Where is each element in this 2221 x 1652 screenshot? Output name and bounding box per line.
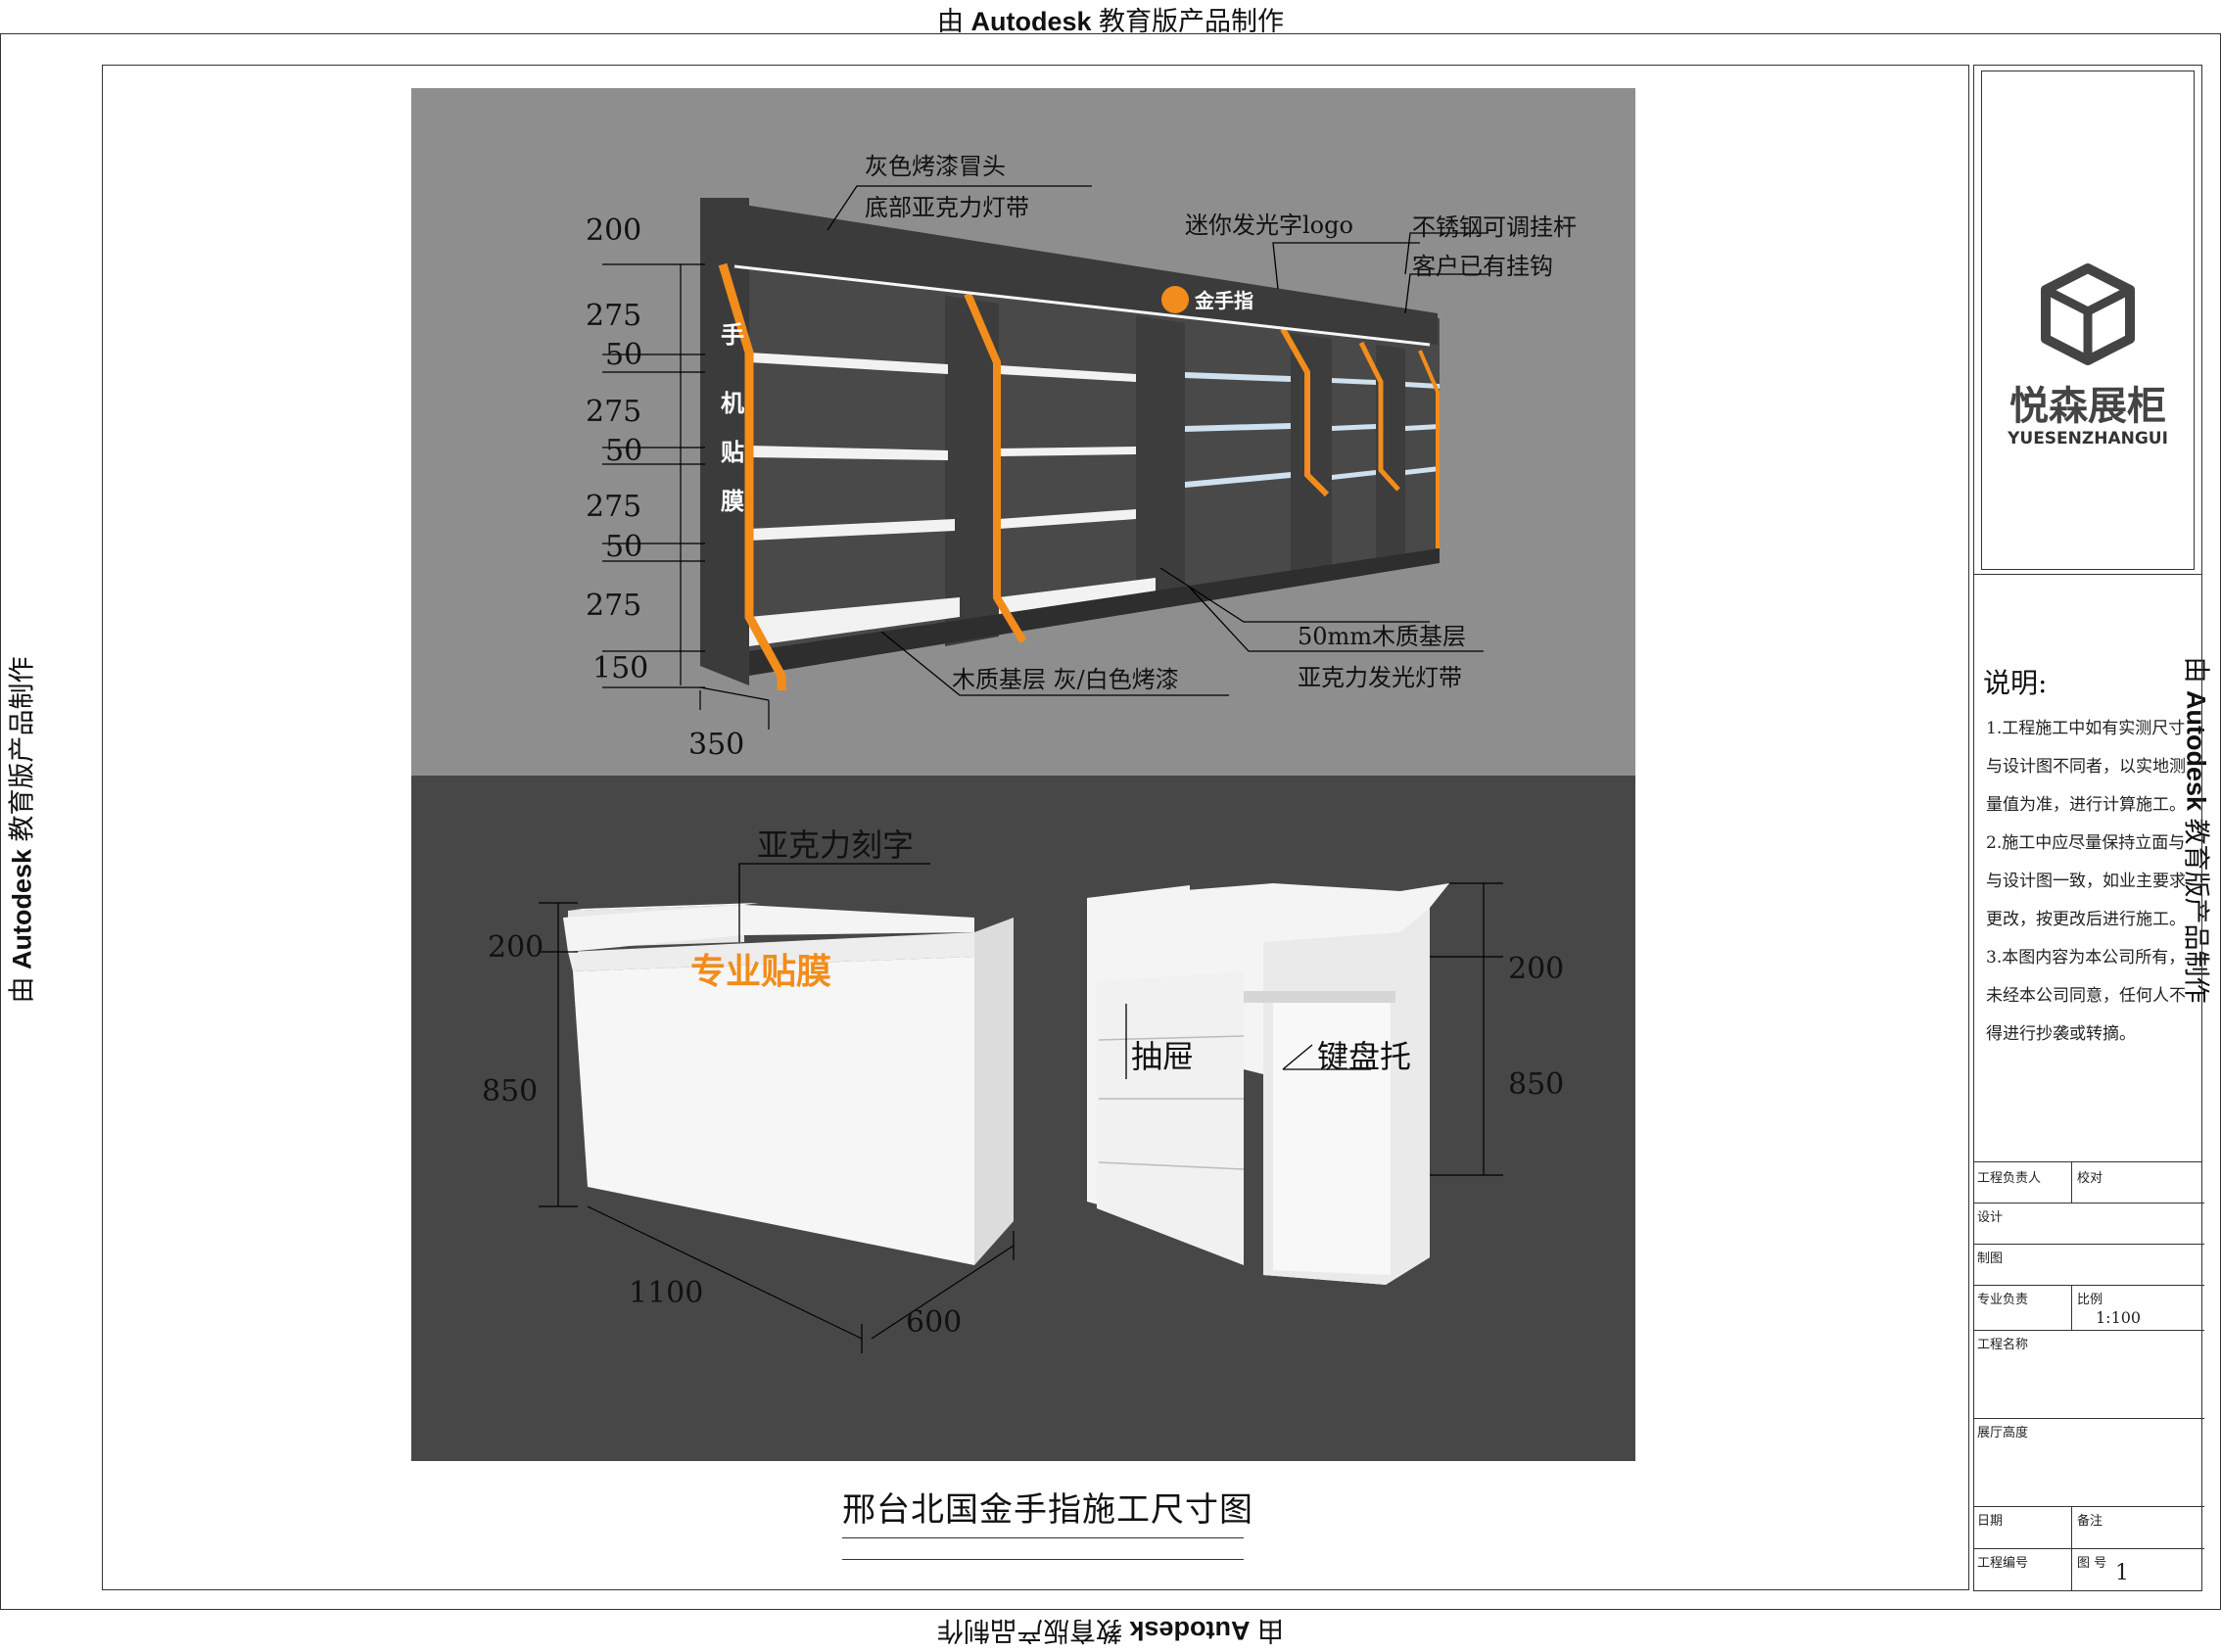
callout-label: 不锈钢可调挂杆	[1412, 213, 1577, 241]
watermark-top: 由 Autodesk 教育版产品制作	[936, 7, 1285, 36]
dim-label: 275	[586, 490, 641, 524]
note-item: 3.本图内容为本公司所有，未经本公司同意，任何人不得进行抄袭或转摘。	[1986, 948, 2186, 1044]
side-sign-char: 机	[721, 389, 744, 417]
callout-label: 迷你发光字logo	[1185, 212, 1353, 239]
dim-label: 850	[1508, 1067, 1564, 1102]
dim-label: 350	[688, 728, 744, 762]
dim-label: 1100	[629, 1276, 703, 1310]
callout-label: 灰色烤漆冒头	[865, 153, 1006, 180]
brand-name-en: YUESENZHANGUI	[2008, 429, 2168, 448]
field-design: 设计	[1977, 1210, 2004, 1225]
title-underline	[842, 1559, 1244, 1560]
title-block: 悦森展柜 YUESENZHANGUI 说明:	[1973, 65, 2204, 1591]
dim-label: 50	[605, 434, 642, 468]
dim-label: 150	[592, 651, 648, 685]
field-drafting: 制图	[1977, 1251, 2004, 1266]
front-sign: 专业贴膜	[690, 951, 831, 992]
dim-label: 600	[906, 1305, 962, 1340]
callout-label: 木质基层 灰/白色烤漆	[952, 666, 1179, 693]
side-sign-char: 手	[721, 320, 744, 349]
dim-label: 200	[1508, 952, 1564, 986]
callout-label: 底部亚克力灯带	[865, 194, 1029, 221]
field-check: 校对	[2077, 1171, 2103, 1186]
title-underline	[842, 1537, 1244, 1538]
divider	[1973, 574, 2202, 575]
field-project-lead: 工程负责人	[1977, 1171, 2042, 1186]
sheet-no-value: 1	[2115, 1561, 2129, 1585]
info-table: 工程负责人 校对 设计 制图 专业负责 比例 1:100 工程名称 展厅高度 日…	[1973, 1161, 2204, 1591]
dim-label: 275	[586, 299, 641, 333]
field-specialty-lead: 专业负责	[1977, 1293, 2029, 1307]
logo-text: 金手指	[1194, 289, 1253, 312]
callout-label: 亚克力发光灯带	[1298, 664, 1462, 691]
dim-label: 200	[488, 930, 543, 965]
field-date: 日期	[1977, 1514, 2004, 1529]
field-project-no: 工程编号	[1977, 1556, 2029, 1571]
callout-label: 亚克力刻字	[757, 826, 914, 864]
brand-name: 悦森展柜	[2009, 384, 2166, 429]
watermark-bottom: 由 Autodesk 教育版产品制作	[936, 1616, 1285, 1645]
logo-box	[1981, 71, 2195, 570]
callout-label: 50mm木质基层	[1298, 623, 1466, 650]
scale-value: 1:100	[2096, 1308, 2142, 1327]
dim-label: 200	[586, 213, 641, 248]
field-hall-height: 展厅高度	[1977, 1426, 2029, 1440]
dim-label: 275	[586, 589, 641, 623]
dim-label: 275	[586, 395, 641, 429]
wall-shelf-render: 手 机 贴 膜 金手指 200 275 50 275 50 275 50 275…	[411, 88, 1635, 776]
drawing-border	[102, 65, 1969, 1590]
note-item: 2.施工中应尽量保持立面与与设计图一致，如业主要求更改，按更改后进行施工。	[1986, 833, 2186, 929]
callout-label: 客户已有挂钩	[1412, 253, 1553, 280]
callout-label: 键盘托	[1317, 1038, 1411, 1075]
field-remarks: 备注	[2077, 1514, 2103, 1529]
side-sign-char: 膜	[720, 487, 744, 515]
dim-label: 850	[482, 1074, 538, 1109]
cube-logo-icon	[2041, 263, 2135, 365]
mini-logo: 金手指	[1161, 286, 1253, 313]
notes-heading: 说明:	[1983, 667, 2048, 699]
sheet-title: 邢台北国金手指施工尺寸图	[842, 1490, 1253, 1530]
dim-label: 50	[605, 338, 642, 372]
field-scale: 比例	[2077, 1293, 2103, 1307]
field-sheet-no: 图 号	[2077, 1556, 2107, 1571]
callout-label: 抽屉	[1131, 1038, 1194, 1075]
note-item: 1.工程施工中如有实测尺寸与设计图不同者，以实地测量值为准，进行计算施工。	[1986, 719, 2186, 815]
dim-label: 50	[605, 530, 642, 564]
field-project-name: 工程名称	[1977, 1338, 2029, 1352]
counter-render: 专业贴膜 亚克力刻字 抽屉 键盘托 200 850 1100 600	[411, 776, 1635, 1461]
side-sign-char: 贴	[721, 438, 744, 466]
